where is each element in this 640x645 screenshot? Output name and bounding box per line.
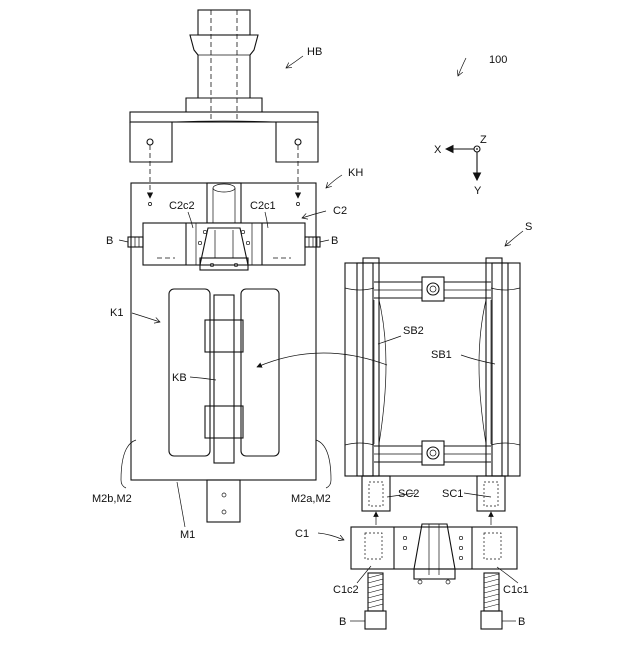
kit-holder-KH [128, 183, 320, 522]
lower-clamp-C1 [351, 524, 517, 629]
label-SB2: SB2 [403, 325, 424, 337]
label-B-bottom-right: B [518, 616, 525, 628]
label-M2b: M2b,M2 [92, 493, 132, 505]
label-SC2: SC2 [398, 488, 419, 500]
label-100: 100 [489, 54, 507, 66]
label-M2a: M2a,M2 [291, 493, 331, 505]
label-C1c1: C1c1 [503, 584, 529, 596]
insert-arrow [257, 353, 387, 367]
label-B-bottom-left: B [339, 616, 346, 628]
label-KH: KH [348, 167, 363, 179]
label-B-left: B [106, 235, 113, 247]
head-block-HB [130, 10, 318, 198]
label-M1: M1 [180, 529, 195, 541]
axis-label-y: Y [474, 185, 482, 197]
label-SB1: SB1 [431, 349, 452, 361]
label-C2c2: C2c2 [169, 200, 195, 212]
label-C2c1: C2c1 [250, 200, 276, 212]
axis-label-x: X [434, 144, 442, 156]
label-HB: HB [307, 46, 322, 58]
label-K1: K1 [110, 307, 123, 319]
label-C1c2: C1c2 [333, 584, 359, 596]
label-B-right: B [331, 235, 338, 247]
axis-label-z: Z [480, 134, 487, 146]
label-C2: C2 [333, 205, 347, 217]
axis-triad [446, 146, 480, 180]
cartridge-S [345, 258, 520, 525]
label-S: S [525, 221, 532, 233]
label-SC1: SC1 [442, 488, 463, 500]
label-KB: KB [172, 372, 187, 384]
label-C1: C1 [295, 528, 309, 540]
